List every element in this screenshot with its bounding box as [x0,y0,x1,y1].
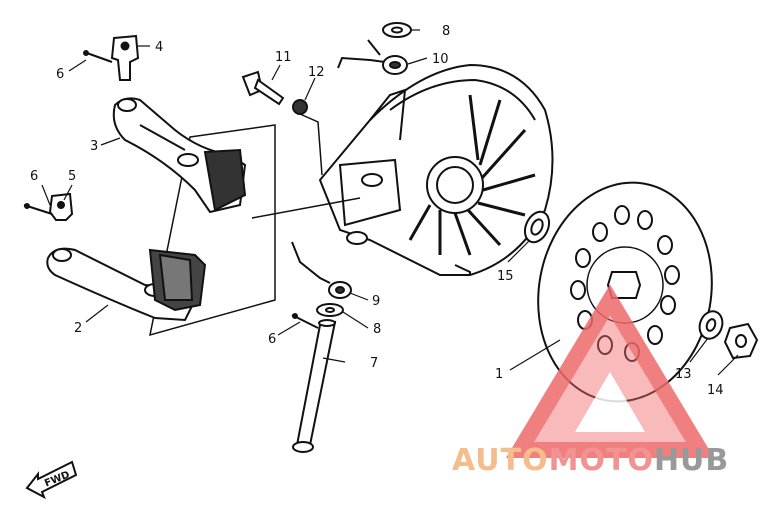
cotter-pin-6c [291,313,319,329]
callout-6-bottom: 6 [268,332,276,347]
bolt-11 [241,70,285,106]
brake-shoe-assembly [46,97,276,337]
callout-10: 10 [432,52,449,67]
callout-6-top: 6 [56,67,64,82]
nut-14 [723,322,759,360]
autmotohub-watermark: AUTOMOTOHUB [452,284,729,478]
watermark-moto: MOTO [549,443,654,478]
callout-13: 13 [675,367,692,382]
watermark-triangle [505,284,715,458]
svg-text:AUTOMOTOHUB: AUTOMOTOHUB [452,443,729,478]
cam-lever-5 [48,192,74,221]
callout-9: 9 [372,294,380,309]
washer-13 [698,310,724,340]
callout-12: 12 [308,65,325,80]
callout-3: 3 [90,139,98,154]
callout-4: 4 [155,40,163,55]
axle-shaft-7 [292,319,337,453]
callout-15: 15 [497,269,514,284]
callout-5: 5 [68,169,76,184]
spring-9 [291,241,352,299]
leader-lines [41,29,739,376]
washer-8-top [382,22,412,38]
watermark-auto: AUTO [452,443,549,478]
callout-8-top: 8 [442,24,450,39]
cotter-pin-6a [83,50,113,63]
spring-washer-12 [292,99,323,176]
washer-15 [523,210,551,244]
fwd-arrow: FWD [25,460,78,500]
callout-6-left: 6 [30,169,38,184]
callout-14: 14 [707,383,724,398]
callout-8-bottom: 8 [373,322,381,337]
callout-11: 11 [275,50,292,65]
callout-labels: 1 2 3 4 5 6 6 6 7 8 8 9 10 11 12 13 14 1… [30,24,724,398]
spring-10 [337,39,408,75]
washer-8-bottom [316,303,344,317]
callout-7: 7 [370,356,378,371]
callout-1: 1 [495,367,503,382]
brake-backing-plate [318,63,554,276]
watermark-hub: HUB [654,443,729,478]
cotter-pin-6b [23,203,53,215]
callout-2: 2 [74,321,82,336]
cam-lever-4 [110,34,140,81]
